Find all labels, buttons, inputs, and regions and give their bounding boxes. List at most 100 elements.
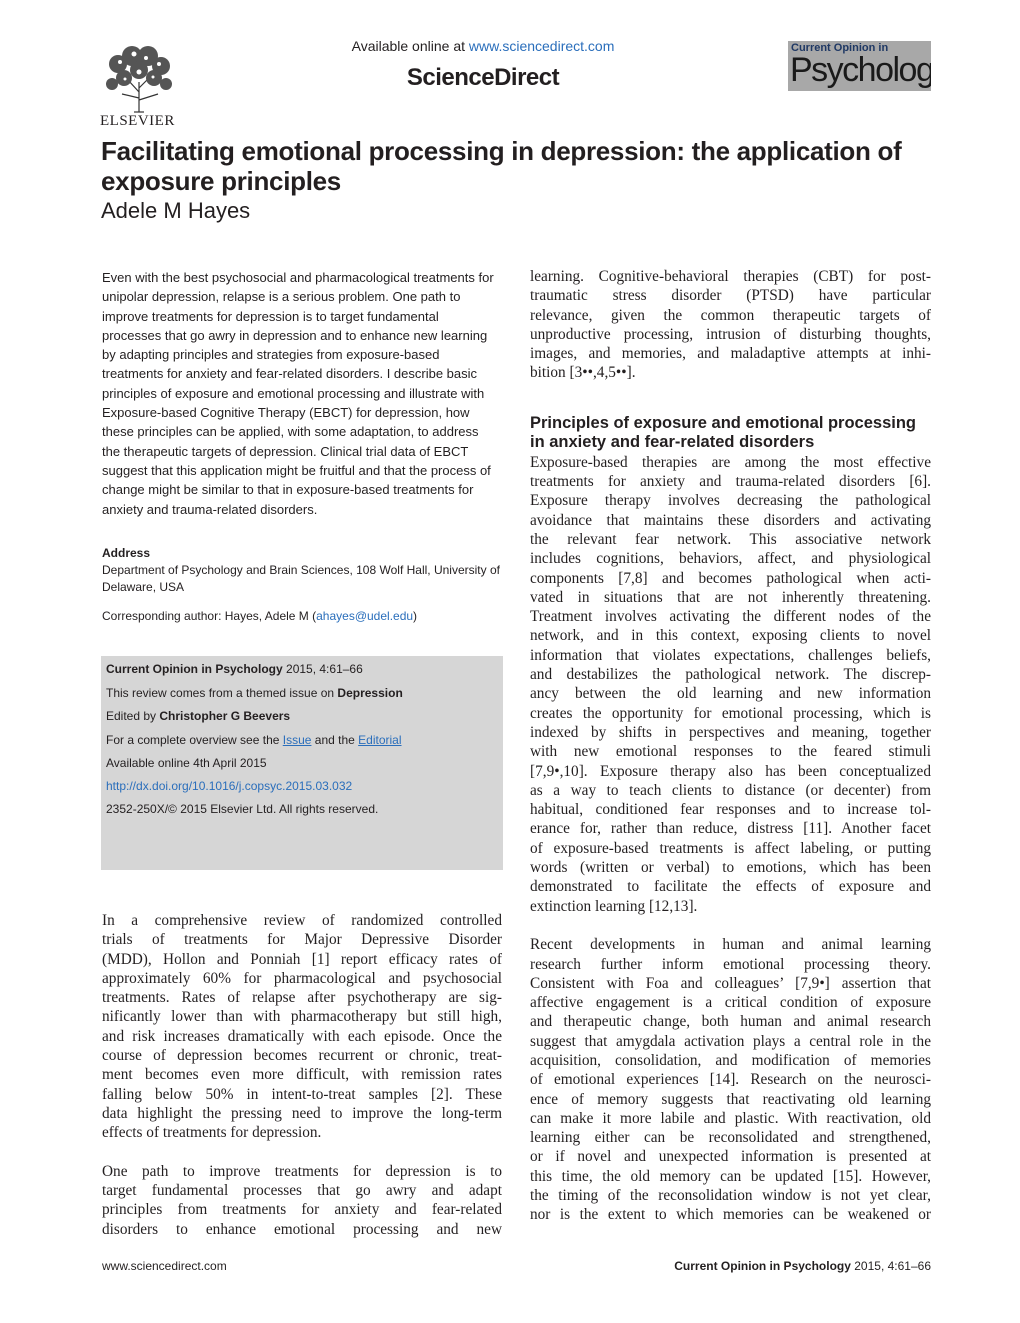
corresponding-prefix: Corresponding author: Hayes, Adele M (	[102, 609, 317, 623]
text-line: with new emotional responses to the fear…	[530, 743, 931, 761]
text-line: of exposure-based treatments is affect l…	[530, 839, 931, 857]
text-line: ancy between the old learning and new in…	[530, 685, 931, 703]
text-line: treatments for anxiety and trauma-relate…	[530, 473, 931, 491]
body-paragraph: Recent developments in human and animal …	[530, 935, 931, 1224]
corresponding-email-link[interactable]: ahayes@udel.edu	[316, 609, 414, 623]
article-title: Facilitating emotional processing in dep…	[101, 136, 902, 196]
text-line: habitual, conditioned fear responses and…	[530, 801, 931, 819]
footer-citation: Current Opinion in Psychology 2015, 4:61…	[600, 1259, 931, 1273]
text-line: One path to improve treatments for depre…	[102, 1162, 502, 1180]
footer-website: www.sciencedirect.com	[102, 1259, 227, 1273]
footer-journal: Current Opinion in Psychology	[674, 1259, 851, 1273]
text-line: extinction learning [12,13].	[530, 897, 698, 915]
body-paragraph: Exposure-based therapies are among the m…	[530, 453, 931, 916]
editorial-link[interactable]: Editorial	[358, 733, 402, 747]
text-line: target fundamental processes that go awr…	[102, 1182, 502, 1200]
text-line: course of depression becomes recurrent o…	[102, 1047, 502, 1065]
text-line: indexed by shifts in perspectives and me…	[530, 723, 931, 741]
abstract: Even with the best psychosocial and phar…	[102, 270, 494, 517]
info-theme-prefix: This review comes from a themed issue on	[106, 686, 338, 700]
journal-logo-small-text: Current Opinion in	[791, 42, 889, 54]
text-line: the timing of the reconsolidation window…	[530, 1187, 931, 1205]
text-line: information that violates expectations, …	[530, 646, 931, 664]
info-editor: Edited by Christopher G Beevers	[106, 709, 290, 723]
info-journal: Current Opinion in Psychology 2015, 4:61…	[106, 662, 363, 676]
footer-citation-text: 2015, 4:61–66	[850, 1259, 931, 1273]
text-line: traumatic stress disorder (PTSD) have pa…	[530, 287, 931, 305]
text-line: ment becomes even more difficult, with r…	[102, 1066, 502, 1084]
text-line: effects of treatments for depression.	[102, 1124, 322, 1142]
text-line: In a comprehensive review of randomized …	[102, 912, 502, 929]
text-line: principles from treatments for anxiety a…	[102, 1201, 502, 1219]
text-line: and therapeutic change, both human and a…	[530, 1013, 931, 1031]
text-line: acquisition, consolidation, and modifica…	[530, 1051, 931, 1069]
body-paragraph: In a comprehensive review of randomized …	[102, 911, 502, 1143]
text-line: as a way to teach clients to distance (o…	[530, 781, 931, 799]
article-author: Adele M Hayes	[101, 198, 251, 223]
doi-link[interactable]: http://dx.doi.org/10.1016/j.copsyc.2015.…	[106, 779, 353, 793]
text-line: bition [3••,4,5••].	[530, 364, 636, 382]
text-line: this time, the old memory can be updated…	[530, 1167, 931, 1185]
text-line: affective engagement is a critical condi…	[530, 994, 931, 1012]
text-line: falling below 50% in intent-to-treat sam…	[102, 1085, 502, 1103]
text-line: learning. Cognitive-behavioral therapies…	[530, 268, 931, 285]
text-line: research further inform emotional proces…	[530, 955, 931, 973]
sciencedirect-link[interactable]: www.sciencedirect.com	[468, 38, 615, 54]
body-paragraph: One path to improve treatments for depre…	[102, 1162, 502, 1239]
available-online: Available online at www.sciencedirect.co…	[0, 38, 966, 54]
corresponding-author: Corresponding author: Hayes, Adele M (ah…	[102, 609, 507, 623]
text-line: data highlight the pressing need to impr…	[102, 1104, 502, 1122]
text-line: trials of treatments for Major Depressiv…	[102, 931, 502, 949]
text-line: erance for, rather than reduce, distress…	[530, 820, 931, 838]
journal-logo: Current Opinion in Psychology	[788, 41, 931, 91]
address-heading: Address	[102, 546, 151, 560]
text-line: of emotional experiences [14]. Research …	[530, 1071, 931, 1089]
text-line: Treatment involves activating the differ…	[530, 608, 931, 626]
text-line: [7,9•,10]. Exposure therapy also has bee…	[530, 762, 931, 780]
info-available: Available online 4th April 2015	[106, 756, 267, 770]
address-text: Department of Psychology and Brain Scien…	[102, 563, 500, 594]
info-overview: For a complete overview see the Issue an…	[106, 733, 402, 747]
corresponding-suffix: )	[413, 609, 418, 623]
info-journal-name: Current Opinion in Psychology	[106, 662, 283, 676]
info-copyright: 2352-250X/© 2015 Elsevier Ltd. All right…	[106, 802, 379, 816]
info-overview-prefix: For a complete overview see the	[106, 733, 283, 747]
publisher-wordmark: ELSEVIER	[100, 113, 175, 129]
text-line: or if novel and unexpected information i…	[530, 1148, 931, 1166]
text-line: nificantly lower than with pharmacothera…	[102, 1008, 502, 1026]
text-line: components [7,8] and becomes pathologica…	[530, 569, 931, 587]
text-line: the relevant fear network. This associat…	[530, 530, 931, 548]
text-line: suggest that amygdala activation plays a…	[530, 1032, 931, 1050]
text-line: Exposure-based therapies are among the m…	[530, 453, 931, 471]
text-line: creates the opportunity for emotional pr…	[530, 704, 931, 722]
text-line: network, and in this context, exposing c…	[530, 627, 931, 645]
text-line: Consistent with Foa and colleagues’ [7,9…	[530, 974, 931, 992]
issue-link[interactable]: Issue	[282, 733, 312, 747]
body-paragraph: learning. Cognitive-behavioral therapies…	[530, 267, 931, 383]
info-journal-citation: 2015, 4:61–66	[282, 662, 363, 676]
elsevier-tree-logo	[98, 42, 180, 128]
section-heading: Principles of exposure and emotional pro…	[530, 413, 917, 452]
text-line: Exposure therapy involves decreasing the…	[530, 492, 931, 510]
info-editor-name: Christopher G Beevers	[159, 709, 291, 723]
text-line: Recent developments in human and animal …	[530, 936, 931, 954]
text-line: relevance, given the common therapeutic …	[530, 306, 931, 324]
text-line: can make it more labile and plastic. Wit…	[530, 1109, 931, 1127]
text-line: demonstrated to facilitate the effects o…	[530, 878, 931, 896]
text-line: and destabilizes the pathological networ…	[530, 666, 931, 684]
info-theme: This review comes from a themed issue on…	[106, 686, 403, 700]
article-info-box: Current Opinion in Psychology 2015, 4:61…	[101, 656, 503, 870]
text-line: vated in situations that are not inheren…	[530, 588, 931, 606]
text-line: and risk increases dramatically with eac…	[102, 1027, 502, 1045]
text-line: treatments. Rates of relapse after psych…	[102, 989, 502, 1007]
info-overview-mid: and the	[311, 733, 359, 747]
text-line: (MDD), Hollon and Ponniah [1] report eff…	[102, 950, 502, 968]
body-right-column: learning. Cognitive-behavioral therapies…	[530, 267, 931, 1225]
sciencedirect-brand: ScienceDirect	[406, 64, 560, 91]
available-prefix: Available online at	[351, 38, 465, 54]
text-line: learning either can be reconsolidated an…	[530, 1129, 931, 1147]
text-line: nor is the extent to which memories can …	[530, 1206, 931, 1224]
text-line: ence of memory suggests that reactivatin…	[530, 1090, 931, 1108]
info-theme-name: Depression	[337, 686, 403, 700]
text-line: approximately 60% for pharmacological an…	[102, 969, 502, 987]
